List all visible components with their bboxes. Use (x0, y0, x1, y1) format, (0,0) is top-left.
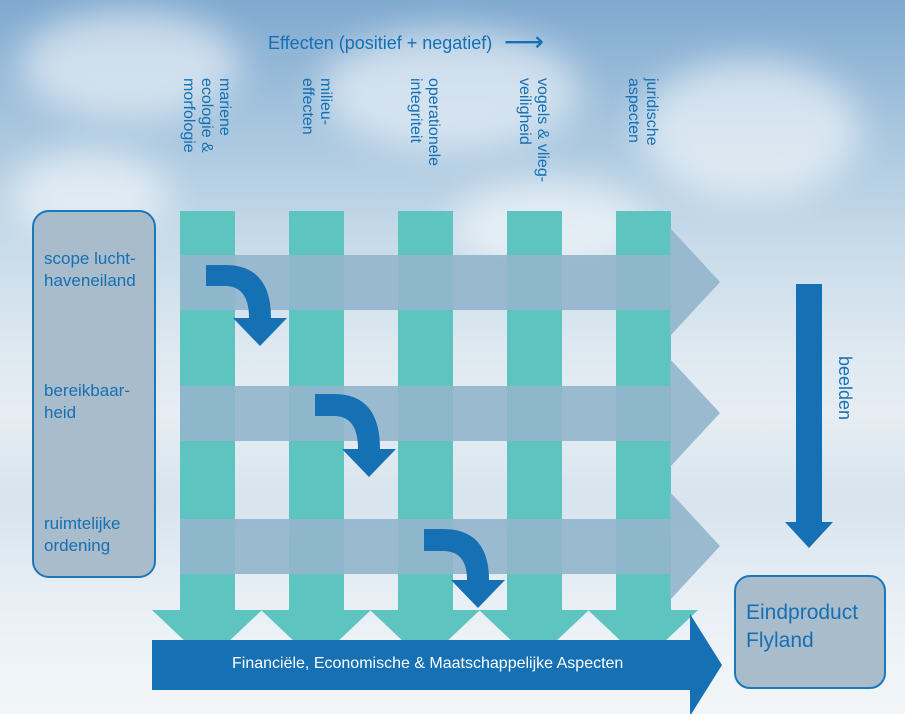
effects-title: Effecten (positief + negatief) (268, 33, 493, 53)
row-label-scope: scope lucht- haveneiland (44, 249, 136, 290)
final-product-box (734, 575, 886, 689)
row-label-ruimtelijk: ruimtelijke ordening (44, 514, 121, 555)
row-label-bereikbaarheid: bereikbaar- heid (44, 381, 130, 422)
row-arrow-2 (180, 359, 720, 467)
beelden-label: beelden (835, 356, 855, 421)
curved-arrow-1 (206, 265, 287, 346)
bottom-arrow (152, 614, 722, 714)
row-arrow-1 (180, 228, 720, 336)
cloud (640, 60, 860, 200)
effects-arrow-icon: ⟶ (504, 26, 545, 57)
cloud (320, 30, 580, 150)
curved-arrows (206, 265, 505, 608)
column-label-operationeel: operationele integriteit (407, 78, 442, 167)
column-label-juridisch: juridische aspecten (625, 78, 660, 146)
column-label-milieu: milieu- effecten (299, 78, 334, 135)
input-box (32, 210, 156, 578)
cloud (20, 10, 240, 120)
curved-arrow-3 (424, 529, 505, 608)
beelden-arrow (785, 284, 833, 548)
column-label-marine: mariene ecologie & morfologie (180, 78, 233, 153)
column-label-vogels: vogels & vlieg- veiligheid (516, 78, 551, 183)
bottom-arrow-label: Financiële, Economische & Maatschappelij… (232, 655, 624, 672)
curved-arrow-2 (315, 394, 396, 477)
final-product-label: Eindproduct Flyland (746, 601, 859, 652)
